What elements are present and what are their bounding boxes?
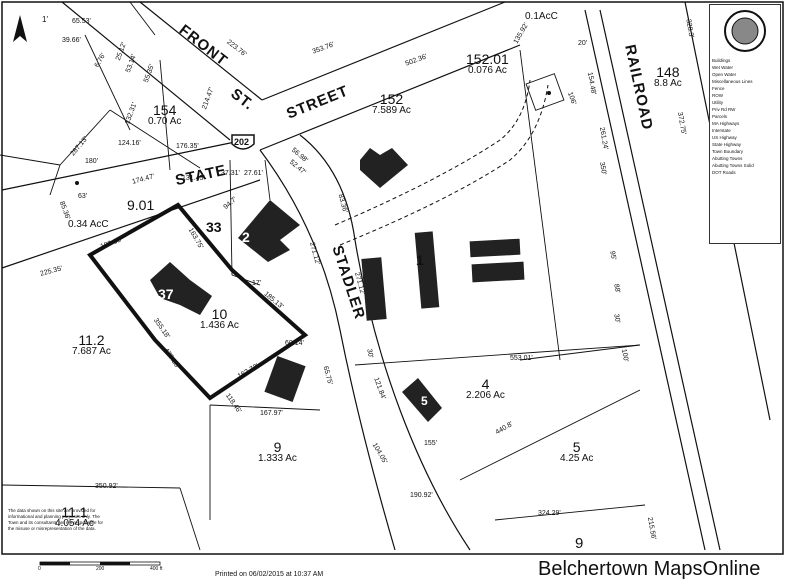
- building-number: 2: [242, 229, 250, 245]
- scale-label: 200: [96, 566, 105, 572]
- building: [238, 200, 300, 262]
- legend-item: US Highway: [712, 135, 737, 140]
- selected-parcel-outline: [87, 202, 309, 401]
- point-marker: [547, 91, 551, 95]
- legend-item: Utility: [712, 100, 723, 105]
- legend-item: DOT Roads: [712, 170, 736, 175]
- building: [471, 261, 525, 283]
- dimension-label: 30': [365, 348, 374, 359]
- legend-item: Town Boundary: [712, 149, 744, 154]
- brand-title: Belchertown MapsOnline: [538, 558, 761, 580]
- building: [414, 231, 440, 309]
- parcel-152-01-box: [525, 73, 565, 111]
- stadler-street-lines: [259, 134, 471, 551]
- printed-date: Printed on 06/02/2015 at 10:37 AM: [215, 571, 324, 578]
- dimension-label: 324.29': [538, 510, 561, 517]
- legend-item: Buildings: [712, 58, 731, 63]
- legend-item: Wet Water: [712, 65, 734, 70]
- parcel-33: 33: [206, 219, 222, 235]
- building: [264, 356, 306, 402]
- legend-item: Miscellaneous Lines: [712, 79, 753, 84]
- dimension-label: 30': [612, 313, 621, 324]
- building: [150, 262, 212, 315]
- legend-item: State Highway: [712, 142, 742, 147]
- town-seal-icon: [710, 5, 780, 57]
- scale-label: 400 ft: [150, 566, 163, 572]
- dimension-label: 39.66': [62, 37, 81, 44]
- route-202-badge: 202: [230, 132, 256, 159]
- buildings: [150, 148, 525, 422]
- legend-item: Parcels: [712, 114, 728, 119]
- legend-item: Fence: [712, 86, 725, 91]
- dimension-label: 124.16': [118, 140, 141, 147]
- parcel-9-01: 9.01: [127, 197, 155, 213]
- scale-label: 0: [38, 566, 41, 572]
- dimension-label: 131.45': [182, 175, 205, 182]
- dimension-label: 180': [85, 158, 99, 165]
- dimension-label: 167.97': [260, 410, 283, 417]
- building: [361, 257, 387, 321]
- dimension-label: 60.14': [285, 340, 304, 347]
- building: [402, 378, 442, 422]
- driveway-dashed: [334, 79, 549, 246]
- dimension-label: 176.35': [176, 143, 199, 150]
- dimension-label: 20': [578, 40, 588, 47]
- north-label: 1': [42, 15, 48, 24]
- building: [469, 238, 521, 258]
- parcel-top-acres: 0.1AcC: [525, 11, 558, 22]
- parcel-9-south: 9: [575, 535, 584, 552]
- map-legend: Buildings Wet Water Open Water Miscellan…: [709, 4, 781, 244]
- legend-item: Abutting Towns: [712, 156, 743, 161]
- building-number: 37: [158, 286, 174, 302]
- legend-item: Abutting Towns Solid: [712, 163, 754, 168]
- dimension-label: 65.53': [72, 18, 91, 25]
- scale-bar: [39, 561, 161, 566]
- north-arrow-icon: [13, 15, 27, 42]
- dimension-label: 155': [424, 440, 438, 447]
- legend-item: Interstate: [712, 128, 731, 133]
- legend-item: MA Highways: [712, 121, 740, 126]
- front-street-lines: [61, 1, 521, 151]
- dimension-label: 88': [612, 283, 621, 294]
- parcel-lines: [0, 1, 646, 551]
- dimension-label: 63': [78, 193, 88, 200]
- building: [360, 148, 408, 188]
- dimension-label: 553.01': [510, 355, 533, 362]
- legend-item: Priv Rd RW: [712, 107, 736, 112]
- dimension-label: 190.92': [410, 492, 433, 499]
- building-number: 5: [421, 394, 428, 408]
- dimension-label: 37.31': [221, 170, 240, 177]
- route-number: 202: [234, 137, 250, 147]
- dimension-label: 95': [608, 250, 617, 261]
- legend-item: Open Water: [712, 72, 737, 77]
- point-marker: [75, 181, 79, 185]
- dimension-label: 27.61': [244, 170, 263, 177]
- parcel-1: 1: [416, 252, 424, 268]
- dimension-label: 350.92': [95, 483, 118, 490]
- map-frame: [1, 1, 784, 555]
- state-street-lines: [1, 141, 261, 269]
- legend-item: ROW: [712, 93, 723, 98]
- disclaimer-text: The data shown on this site are provided…: [8, 508, 104, 531]
- dimension-label: 17': [252, 280, 262, 287]
- parcel-9-01-acres: 0.34 AcC: [68, 219, 109, 230]
